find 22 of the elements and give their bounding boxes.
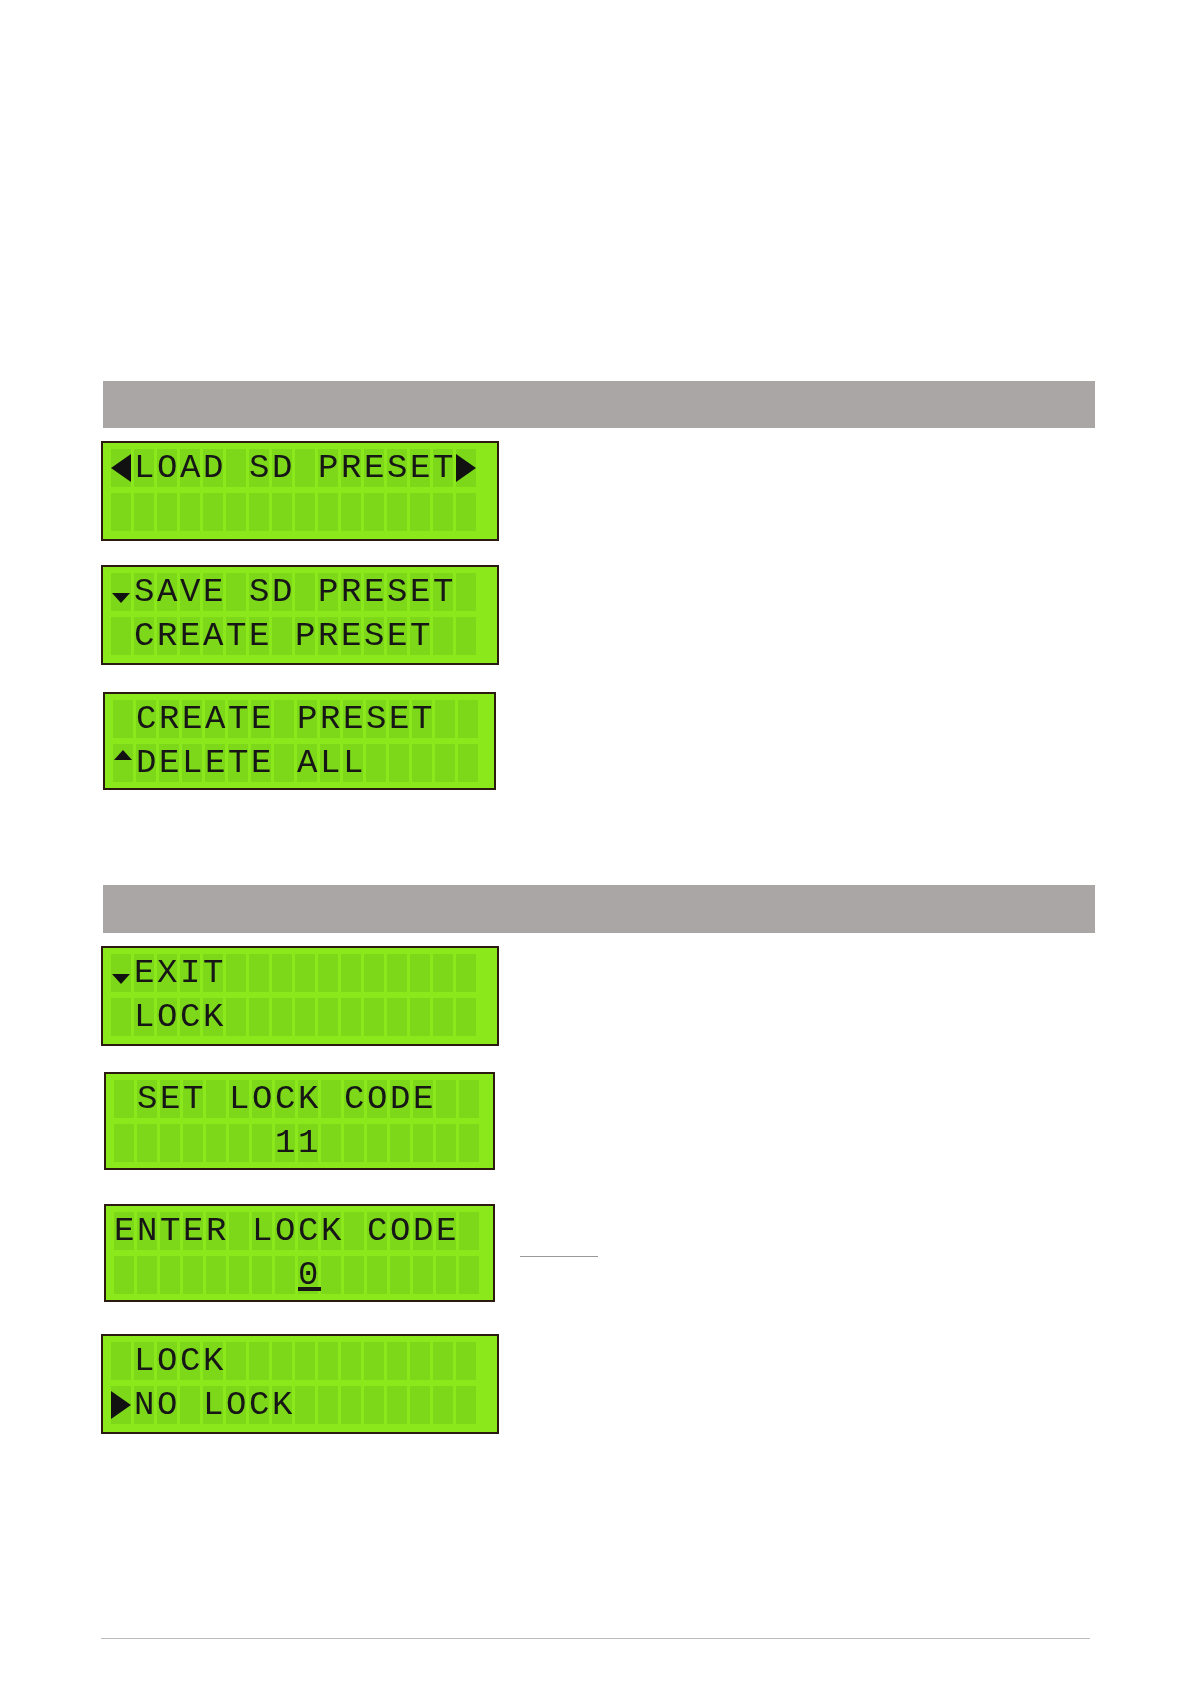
display-text: SET LOCK CODE [137,1080,437,1118]
display-text: LOCK [134,1342,226,1380]
display-text: 0 [298,1256,321,1294]
lcd-display [101,1334,499,1434]
lcd-display [104,1204,495,1302]
display-text: LOCK [134,998,226,1036]
display-text: ENTER LOCK CODE [114,1212,460,1250]
lcd-display [101,946,499,1046]
lcd-display [101,565,499,665]
section-header-bar [103,381,1095,428]
lcd-display [101,441,499,541]
display-text: CREATE PRESET [136,700,436,738]
lcd-display [103,692,496,790]
display-text: SAVE SD PRESET [134,573,457,611]
section-header-bar [103,885,1095,933]
display-text: LOAD SD PRESET [134,449,457,487]
display-text: CREATE PRESET [134,617,434,655]
lcd-display [104,1072,495,1170]
display-text: NO LOCK [134,1386,296,1424]
display-text: DELETE ALL [136,744,367,782]
display-text: EXIT [134,954,226,992]
display-text: 11 [275,1124,321,1162]
